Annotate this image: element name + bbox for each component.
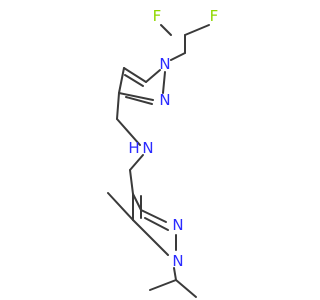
- bond-c5b-n4: [132, 219, 169, 256]
- bond-c5b-methyl: [107, 192, 134, 221]
- bond-ch-me1: [149, 279, 177, 291]
- bond-group: [107, 24, 210, 298]
- atom-f1-label: F: [153, 7, 162, 25]
- bond-c3-n2-inner: [125, 96, 153, 105]
- bond-c4-c3: [118, 67, 125, 94]
- bond-ch-me2: [175, 279, 197, 298]
- atom-h-label: H: [128, 139, 139, 157]
- bond-nh-ch2b: [129, 154, 144, 171]
- bond-c3b-c4b: [132, 193, 142, 211]
- atom-f2-label: F: [210, 7, 219, 25]
- atom-label-group: F F N N N H N N: [128, 7, 218, 270]
- bond-n3-c3b-inner: [144, 217, 169, 231]
- atom-n2-label: N: [159, 91, 170, 109]
- bond-c3-ch2: [116, 92, 120, 120]
- bond-ch2-nh: [116, 118, 141, 146]
- molecule-structure: F F N N N H N N: [107, 7, 218, 298]
- bond-c5-c4: [123, 67, 147, 83]
- atom-nh-label: N: [142, 139, 153, 157]
- bond-ch2-n1: [170, 52, 186, 61]
- bond-ch2b-c4b: [129, 169, 134, 195]
- bond-c3-n2: [118, 92, 154, 101]
- atom-n1-label: N: [159, 55, 170, 73]
- bond-f2-chf2: [184, 24, 210, 36]
- bond-n4-ch: [173, 267, 177, 281]
- bond-f1-chf2: [160, 24, 172, 36]
- bond-n1-c5: [145, 69, 161, 83]
- atom-n4-label: N: [172, 252, 183, 270]
- molecule-drawing: F F N N N H N N: [107, 7, 218, 298]
- bond-c5-c4-inner: [124, 74, 144, 87]
- bond-n3-c3b: [140, 209, 167, 223]
- bond-n2-n1: [162, 71, 166, 94]
- atom-n3-label: N: [172, 216, 183, 234]
